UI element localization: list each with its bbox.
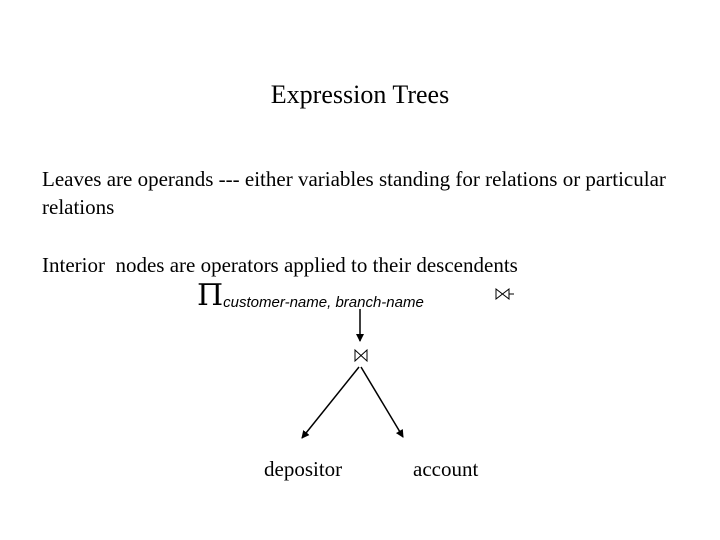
projection-node: Πcustomer-name, branch-name [197,278,424,314]
slide-title: Expression Trees [270,80,450,109]
join-node-icon [354,348,368,363]
projection-symbol: Π [197,278,224,313]
paragraph-interior-nodes: Interior nodes are operators applied to … [42,253,518,277]
tree-edge-left [301,366,360,439]
projection-attributes: customer-name, branch-name [223,294,424,311]
leaf-account: account [413,457,479,481]
natural-join-icon [495,287,514,301]
leaf-depositor: depositor [264,457,343,481]
tree-edge-right [360,366,404,438]
paragraph-leaves: Leaves are operands --- either variables… [42,167,666,219]
